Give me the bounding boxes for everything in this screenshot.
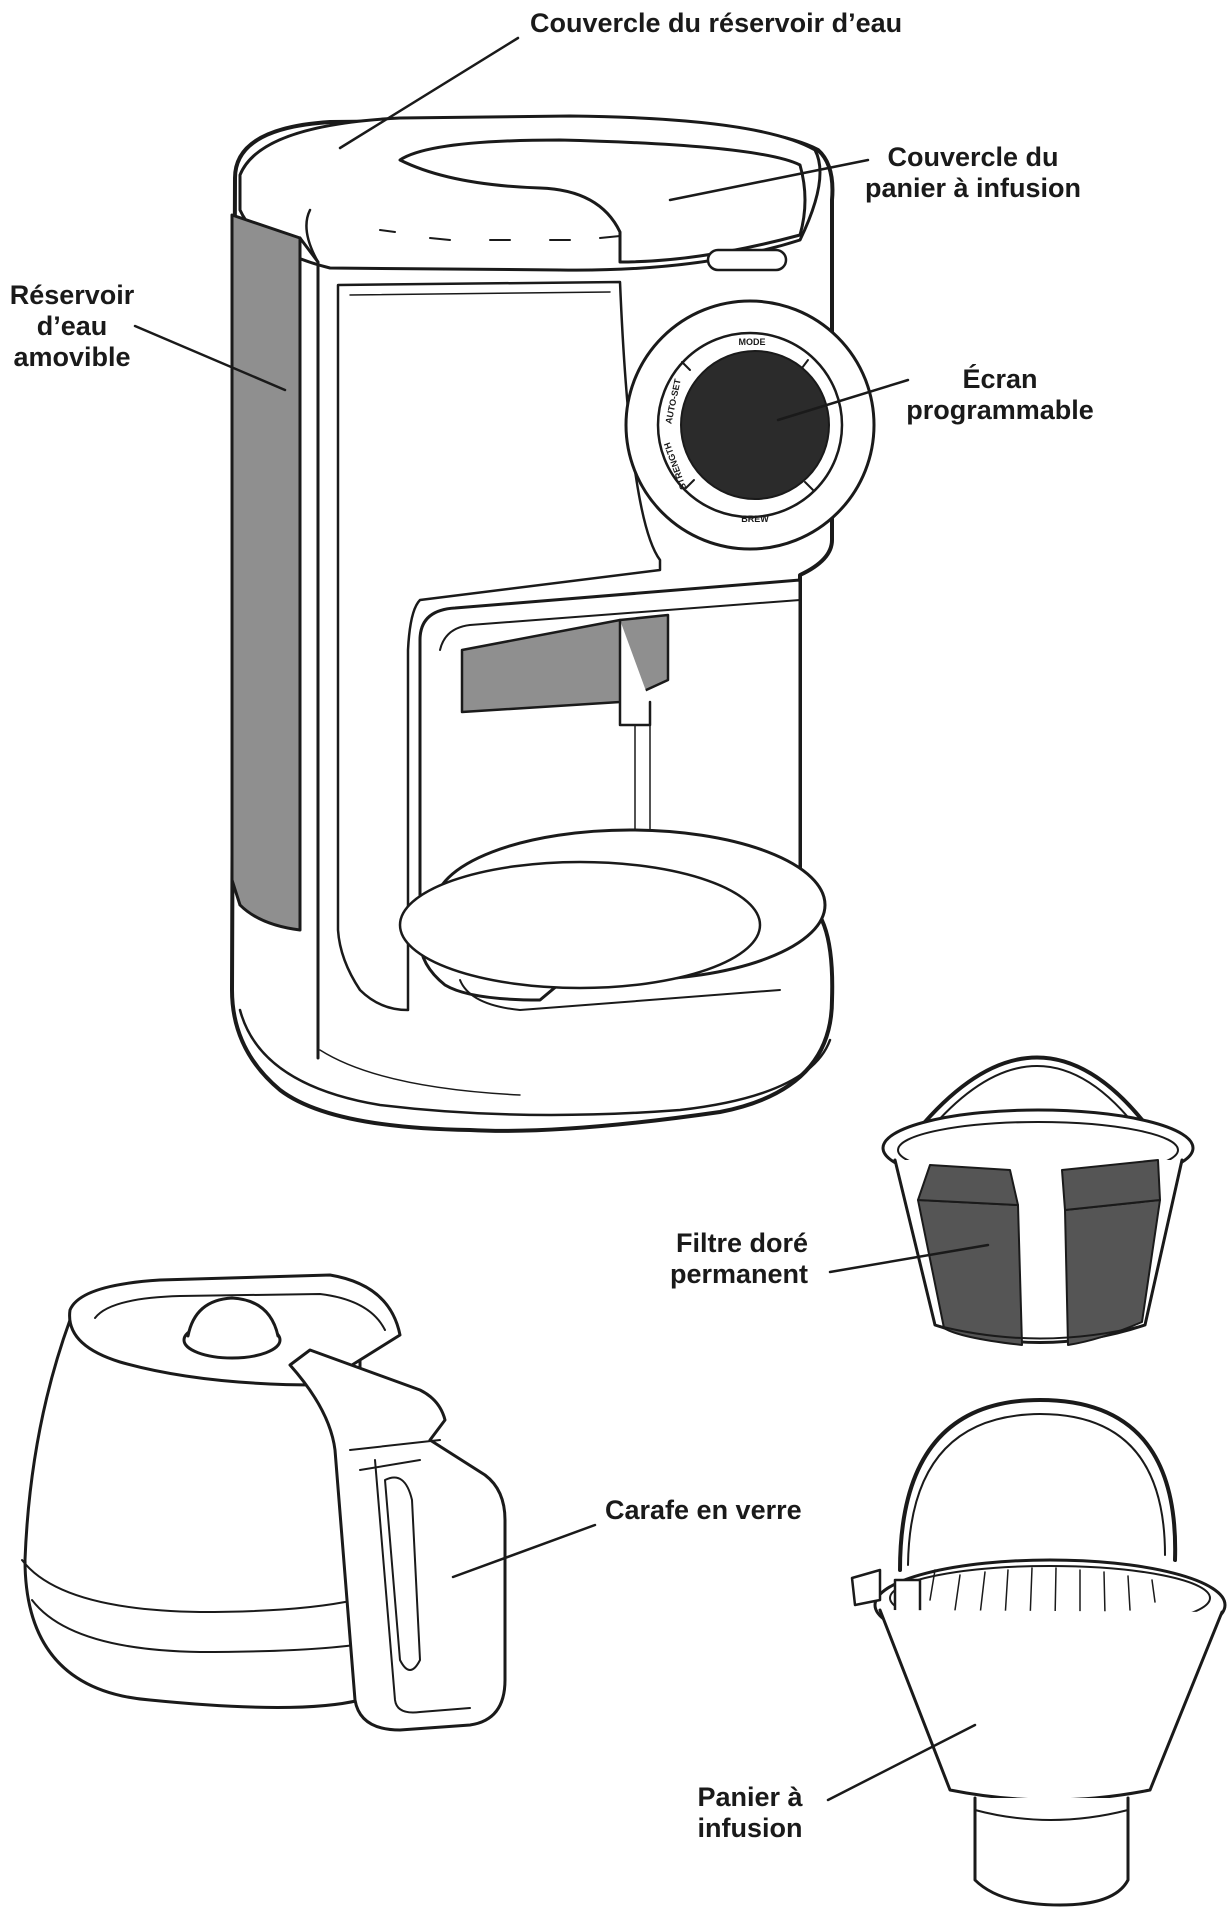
programmable-display: MODE AUTO-SET STRENGTH BREW	[624, 299, 876, 551]
filter-mesh-right	[1064, 1199, 1161, 1346]
leader-lines	[133, 36, 990, 1802]
leader-brew-basket	[826, 1723, 977, 1802]
leader-gold-filter	[828, 1243, 990, 1274]
brew-basket-lid	[398, 138, 807, 264]
leader-basket-lid	[668, 158, 870, 202]
label-brew-basket-lid: Couvercle du panier à infusion	[864, 142, 1082, 203]
filter-mesh-left	[917, 1199, 1023, 1346]
coffee-maker: MODE AUTO-SET STRENGTH BREW	[230, 114, 876, 1133]
label-brew-basket: Panier à infusion	[697, 1782, 803, 1843]
water-tank-panel	[230, 213, 302, 932]
leader-carafe	[451, 1523, 597, 1579]
leader-water-lid	[338, 36, 520, 150]
leader-display	[776, 378, 910, 422]
label-glass-carafe: Carafe en verre	[605, 1495, 802, 1525]
label-water-tank-lid: Couvercle du réservoir d’eau	[530, 8, 903, 38]
gold-filter	[881, 1055, 1195, 1346]
glass-carafe	[21, 1273, 507, 1732]
label-removable-water-tank: Réservoir d’eau amovible	[9, 280, 135, 372]
dial-text-brew: BREW	[741, 514, 769, 524]
dial-text-mode: MODE	[739, 337, 766, 347]
brew-basket	[850, 1398, 1227, 1907]
label-gold-filter: Filtre doré permanent	[669, 1228, 808, 1289]
label-programmable-display: Écran programmable	[906, 364, 1094, 425]
leader-water-tank	[133, 324, 287, 392]
